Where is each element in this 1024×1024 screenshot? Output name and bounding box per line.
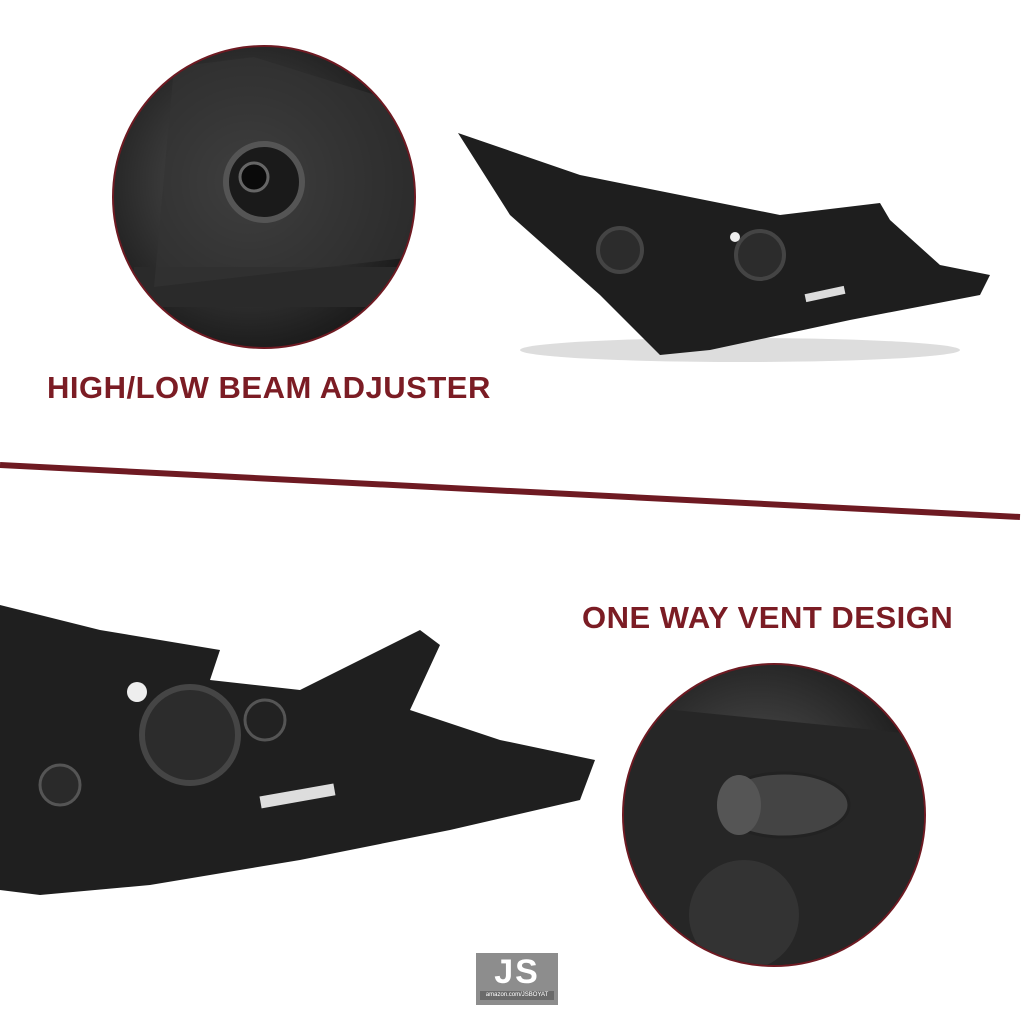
headlamp-bottom xyxy=(0,605,595,895)
adjuster-detail-graphic xyxy=(134,57,414,307)
vent-design-label: ONE WAY VENT DESIGN xyxy=(582,600,954,635)
vent-closeup xyxy=(622,663,926,967)
beam-adjuster-closeup xyxy=(112,45,416,349)
beam-adjuster-label: HIGH/LOW BEAM ADJUSTER xyxy=(47,370,491,405)
logo-mark: JS xyxy=(494,953,540,991)
headlamp-top xyxy=(458,133,990,362)
divider-line xyxy=(0,462,1021,520)
brand-logo: JS amazon.com/JSBOYAT xyxy=(476,953,558,1005)
vent-detail-graphic xyxy=(624,705,924,965)
logo-url: amazon.com/JSBOYAT xyxy=(480,991,554,1000)
